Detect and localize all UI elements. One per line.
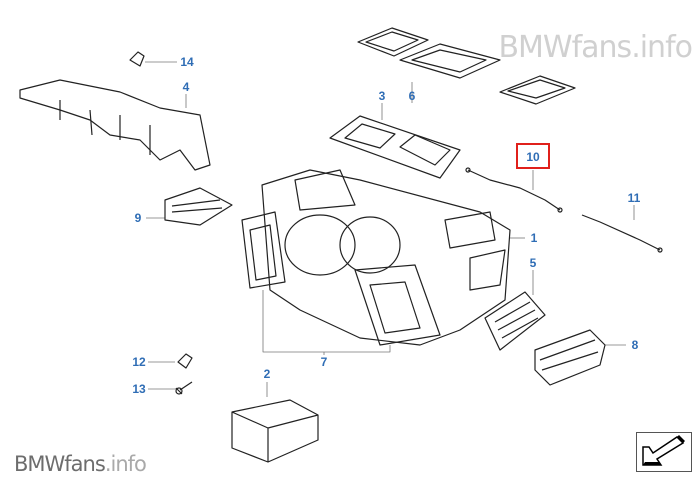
part-8-duct [534,329,606,386]
callout-1[interactable]: 1 [530,231,538,245]
part-14-clip [129,51,145,67]
part-10-cable [465,167,563,213]
bmwfans-logo: BMWfans.info [14,452,147,476]
callout-14[interactable]: 14 [180,55,194,69]
part-2-block [231,399,319,463]
callout-9[interactable]: 9 [134,211,142,225]
callout-5[interactable]: 5 [529,256,537,270]
callout-6[interactable]: 6 [408,89,416,103]
callout-10[interactable]: 10 [526,150,540,164]
callout-12[interactable]: 12 [132,355,146,369]
watermark-suffix: .info [631,30,693,65]
part-4-duct [19,79,211,171]
callout-4[interactable]: 4 [182,80,190,94]
part-3-frame [329,115,461,179]
callout-2[interactable]: 2 [263,367,271,381]
part-5-grille [484,291,546,351]
watermark-brand: BMWfans [498,30,632,65]
logo-suffix: .info [104,452,147,476]
part-13-screw [175,381,193,395]
part-11-cable [581,214,663,253]
logo-brand: BMWfans [14,452,106,476]
part-6-filters [357,27,576,105]
highlight-box [516,143,550,169]
callout-7[interactable]: 7 [320,355,328,369]
part-9-grille [164,187,233,226]
part-12-clip [177,353,193,369]
callout-8[interactable]: 8 [631,338,639,352]
watermark: BMWfans.info [498,30,693,65]
callout-3[interactable]: 3 [378,89,386,103]
callout-11[interactable]: 11 [627,191,641,205]
back-button[interactable] [636,432,692,472]
arrow-back-icon [642,435,685,466]
leader-lines [145,61,635,397]
part-1-heater-housing [241,169,511,346]
callout-13[interactable]: 13 [132,382,146,396]
